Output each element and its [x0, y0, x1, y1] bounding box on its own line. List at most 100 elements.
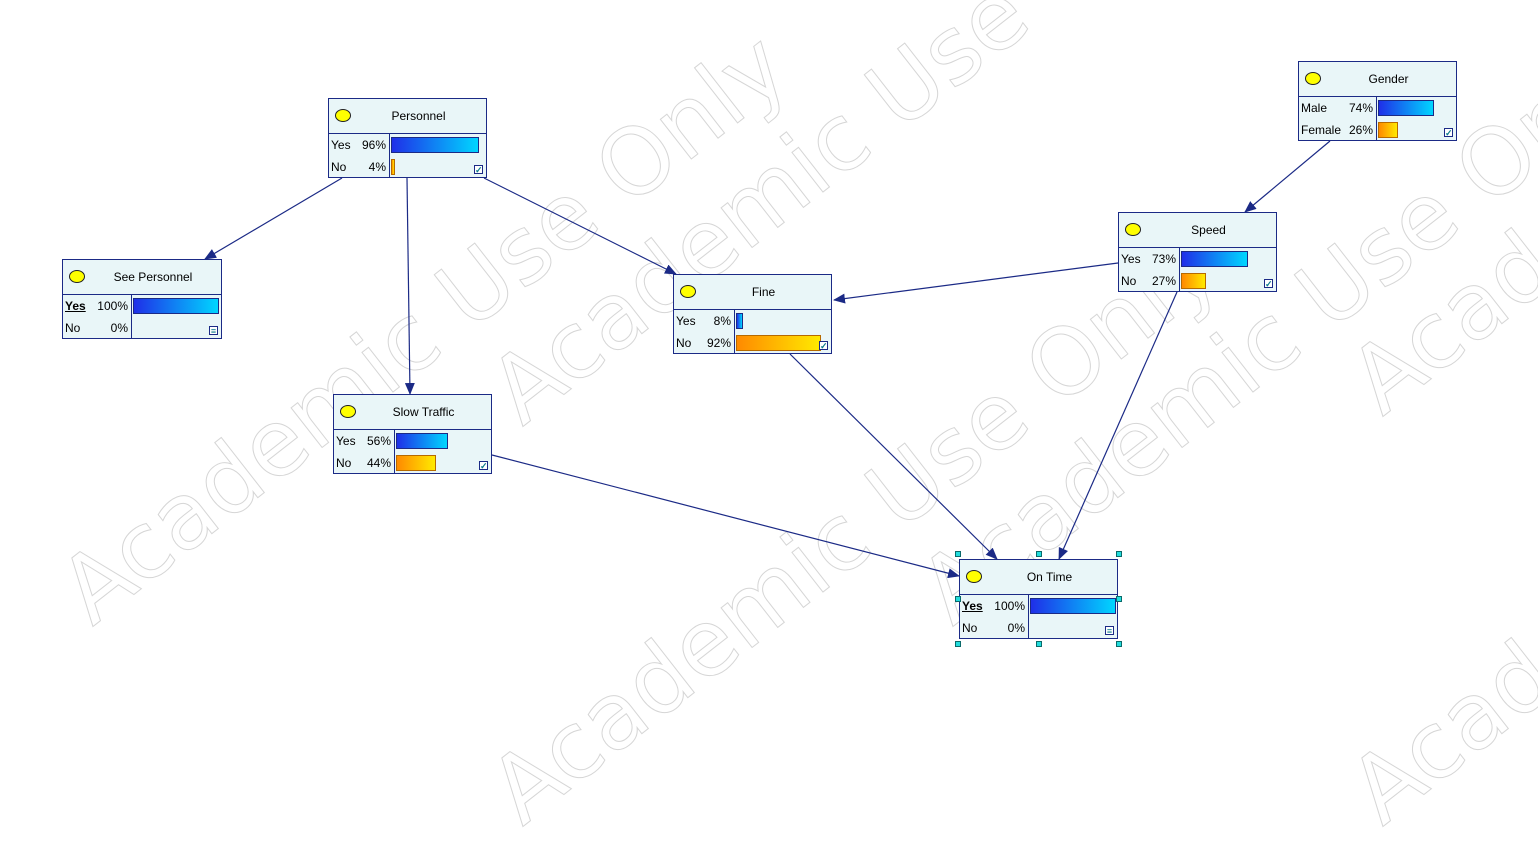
checkmark-icon[interactable]: ✓: [1444, 128, 1453, 138]
node-title: On Time: [1026, 570, 1073, 584]
chance-node-icon: [966, 570, 982, 583]
edge-personnel-to-fine[interactable]: [483, 177, 677, 275]
node-header[interactable]: Slow Traffic: [334, 395, 491, 430]
selection-handle[interactable]: [1035, 641, 1042, 647]
column-divider: [1179, 248, 1180, 292]
node-title: Slow Traffic: [392, 405, 455, 419]
state-percent: 100%: [97, 299, 128, 313]
probability-bar: [1378, 122, 1398, 138]
state-label: No: [65, 321, 81, 335]
state-row-yes[interactable]: Yes 100%: [63, 295, 221, 317]
selection-handle[interactable]: [955, 551, 961, 557]
state-label: No: [676, 336, 692, 350]
selection-handle[interactable]: [1116, 551, 1122, 557]
state-row-no[interactable]: No 0%: [960, 617, 1117, 639]
probability-bar: [391, 137, 479, 153]
probability-bar: [736, 335, 821, 351]
state-percent: 0%: [1007, 621, 1025, 635]
node-header[interactable]: On Time: [960, 560, 1117, 595]
state-label: Yes: [65, 299, 86, 313]
selection-handle[interactable]: [1116, 596, 1122, 602]
state-percent: 44%: [366, 456, 391, 470]
checkmark-icon[interactable]: ✓: [1264, 279, 1273, 289]
state-label: No: [1121, 274, 1137, 288]
column-divider: [1028, 595, 1029, 639]
column-divider: [734, 310, 735, 354]
edge-fine-to-on-time[interactable]: [789, 353, 998, 560]
edge-speed-to-fine[interactable]: [833, 262, 1119, 304]
state-percent: 92%: [706, 336, 731, 350]
node-header[interactable]: Personnel: [329, 99, 486, 134]
state-percent: 73%: [1151, 252, 1176, 266]
chance-node-icon: [69, 270, 85, 283]
node-title: See Personnel: [113, 270, 193, 284]
state-label: Yes: [962, 599, 983, 613]
checkmark-icon[interactable]: ✓: [479, 461, 488, 471]
edge-gender-to-speed[interactable]: [1244, 140, 1331, 213]
edge-personnel-to-slow-traffic[interactable]: [404, 177, 415, 395]
evidence-icon[interactable]: ≡: [1105, 626, 1114, 636]
state-row-male[interactable]: Male 74%: [1299, 97, 1456, 119]
state-label: Yes: [1121, 252, 1141, 266]
probability-bar: [396, 433, 448, 449]
selection-handle[interactable]: [1116, 641, 1122, 647]
node-header[interactable]: See Personnel: [63, 260, 221, 295]
edge-layer: [204, 140, 1331, 579]
selection-handle[interactable]: [955, 596, 961, 602]
state-row-no[interactable]: No 44%: [334, 452, 491, 474]
state-row-no[interactable]: No 92%: [674, 332, 831, 354]
state-row-yes[interactable]: Yes 73%: [1119, 248, 1276, 270]
edge-speed-to-on-time[interactable]: [1058, 291, 1178, 560]
state-percent: 0%: [110, 321, 128, 335]
probability-bar: [396, 455, 436, 471]
state-label: No: [331, 160, 347, 174]
column-divider: [394, 430, 395, 474]
probability-bar: [1181, 251, 1248, 267]
column-divider: [1376, 97, 1377, 141]
state-label: Female: [1301, 123, 1342, 137]
column-divider: [131, 295, 132, 339]
node-header[interactable]: Fine: [674, 275, 831, 310]
chance-node-icon: [680, 285, 696, 298]
selection-handle[interactable]: [955, 641, 961, 647]
edge-personnel-to-see-personnel[interactable]: [204, 177, 343, 260]
state-row-no[interactable]: No 0%: [63, 317, 221, 339]
state-row-yes[interactable]: Yes 96%: [329, 134, 486, 156]
state-label: Yes: [331, 138, 351, 152]
probability-bar: [133, 298, 219, 314]
evidence-icon[interactable]: ≡: [209, 326, 218, 336]
selection-handle[interactable]: [1035, 551, 1042, 557]
chance-node-icon: [335, 109, 351, 122]
node-header[interactable]: Speed: [1119, 213, 1276, 248]
state-label: No: [962, 621, 978, 635]
state-percent: 56%: [366, 434, 391, 448]
state-percent: 4%: [368, 160, 386, 174]
chance-node-icon: [1125, 223, 1141, 236]
checkmark-icon[interactable]: ✓: [819, 341, 828, 351]
state-label: Yes: [676, 314, 696, 328]
column-divider: [389, 134, 390, 178]
state-percent: 74%: [1348, 101, 1373, 115]
edge-slow-traffic-to-on-time[interactable]: [491, 454, 960, 579]
state-label: Male: [1301, 101, 1328, 115]
state-label: No: [336, 456, 352, 470]
state-row-no[interactable]: No 4%: [329, 156, 486, 178]
node-header[interactable]: Gender: [1299, 62, 1456, 97]
probability-bar: [1181, 273, 1206, 289]
state-percent: 96%: [361, 138, 386, 152]
checkmark-icon[interactable]: ✓: [474, 165, 483, 175]
chance-node-icon: [340, 405, 356, 418]
